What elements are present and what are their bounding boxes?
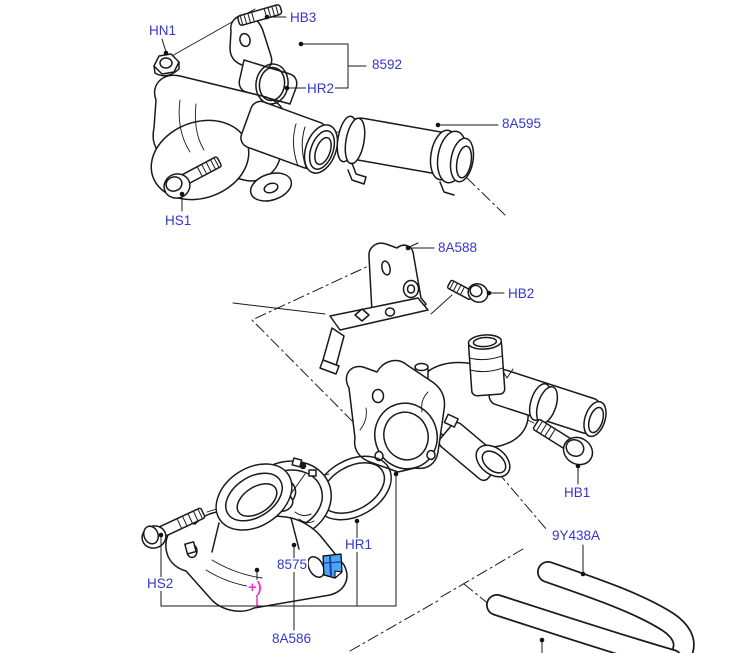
callout-8a586[interactable]: 8A586 [271,631,313,646]
callout-hb2[interactable]: HB2 [507,286,536,301]
water-outlet-connector-drawing [150,14,339,202]
nut-hn1-drawing [153,53,180,77]
callout-8a588[interactable]: 8A588 [437,240,479,255]
callout-hb1[interactable]: HB1 [563,485,592,500]
note-icon[interactable] [322,553,343,579]
bracket-drawing [319,242,429,375]
callout-8575[interactable]: 8575 [276,557,309,572]
connector-tube-drawing [336,115,475,196]
callout-hr2[interactable]: HR2 [306,81,336,96]
callout-9y438a[interactable]: 9Y438A [551,528,602,543]
callout-hr1[interactable]: HR1 [344,537,374,552]
phantom-lines [251,177,548,652]
stud-hb3-drawing [237,4,283,26]
callout-8a595[interactable]: 8A595 [501,116,543,131]
water-outlet-drawing [165,463,348,612]
callout-hn1[interactable]: HN1 [148,23,178,38]
thermostat-housing-drawing [345,334,607,482]
callout-hs2[interactable]: HS2 [146,576,175,591]
hose-drawing [486,561,695,653]
callout-hs1[interactable]: HS1 [164,213,193,228]
bolt-hb2-drawing [447,279,489,303]
bolt-hs2-drawing [141,507,206,549]
leader-dots [158,14,586,643]
bolt-hs1-drawing [163,156,222,199]
callout-8592[interactable]: 8592 [371,57,404,72]
plus-note-annotation: +) [247,579,263,596]
bolt-hb1-drawing [532,418,594,466]
callout-hb3[interactable]: HB3 [289,10,318,25]
